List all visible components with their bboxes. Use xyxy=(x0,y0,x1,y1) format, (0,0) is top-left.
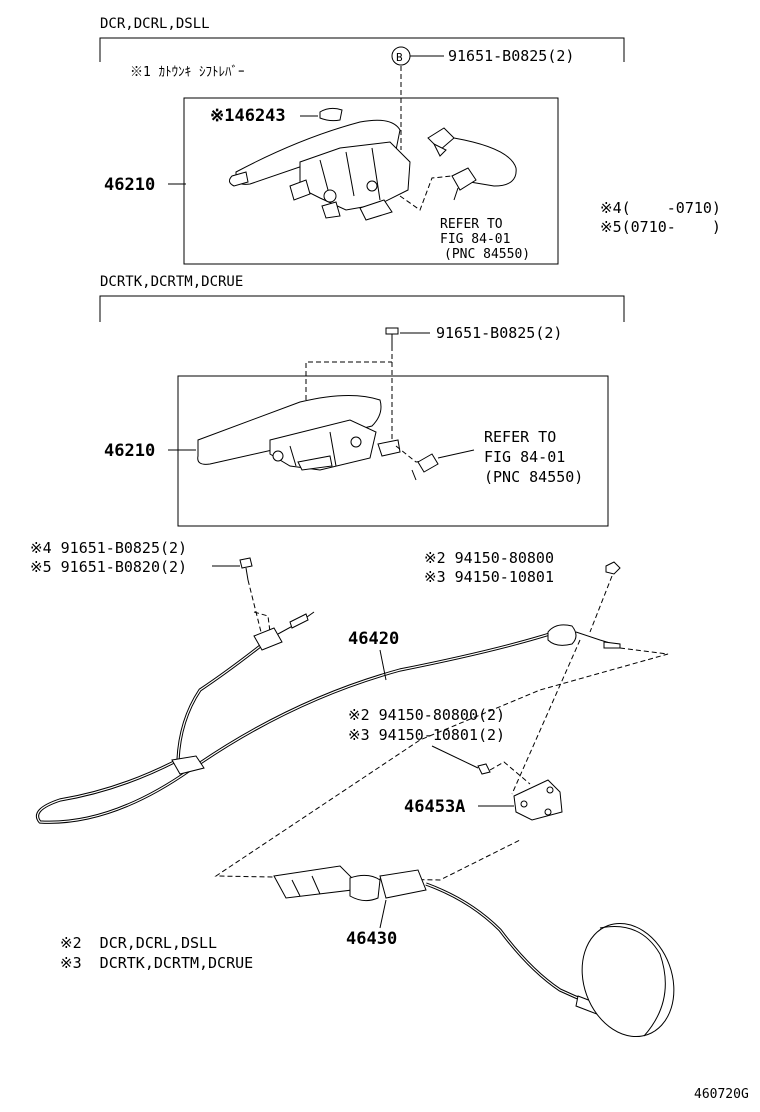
dashed-guide xyxy=(247,579,263,637)
bolt-symbol-icon: B xyxy=(391,46,411,66)
legend-line-2: ※3 DCRTK,DCRTM,DCRUE xyxy=(60,954,253,972)
dashed-guide xyxy=(305,361,392,400)
section2-refer-line1: REFER TO xyxy=(484,428,556,446)
nut-right-label-1: ※2 94150-80800 xyxy=(424,549,554,567)
section1-note1: ※1 ｶﾄｳﾝｷ ｼﾌﾄﾚﾊﾞｰ xyxy=(130,65,244,80)
cable-bracket-icon xyxy=(513,779,563,821)
leader-line xyxy=(379,899,387,929)
leader-line xyxy=(379,649,387,681)
section1-refer-line2: FIG 84-01 xyxy=(440,232,510,247)
part-46453A-label: 46453A xyxy=(404,797,465,817)
section2-box xyxy=(177,375,609,527)
svg-text:B: B xyxy=(396,51,403,64)
dashed-guide xyxy=(589,575,613,633)
parking-brake-lever-icon xyxy=(197,395,401,471)
dashed-guide xyxy=(511,639,581,795)
nut-icon xyxy=(477,763,491,775)
part-46210-label-2: 46210 xyxy=(104,441,155,461)
section2-bolt-label: 91651-B0825(2) xyxy=(436,324,562,342)
switch-connector-icon xyxy=(411,449,475,481)
dashed-guide xyxy=(489,761,531,785)
nut-mid-label-2: ※3 94150-10801(2) xyxy=(348,726,505,744)
switch-connector-icon xyxy=(427,127,517,201)
figure-code: 460720G xyxy=(694,1087,749,1102)
shift-lever-cap-icon xyxy=(319,107,343,122)
section2-refer-line2: FIG 84-01 xyxy=(484,448,565,466)
section1-refer-line3: (PNC 84550) xyxy=(444,247,530,262)
part-46243-label: ※146243 xyxy=(210,106,286,126)
dashed-guide xyxy=(253,611,271,633)
nut-right-label-2: ※3 94150-10801 xyxy=(424,568,554,586)
section2-header: DCRTK,DCRTM,DCRUE xyxy=(100,274,243,290)
side-note-4: ※4( -0710) xyxy=(600,199,721,217)
section1-bolt-label: 91651-B0825(2) xyxy=(448,47,574,65)
bolt-icon xyxy=(385,327,399,346)
bolt-left-label-2: ※5 91651-B0820(2) xyxy=(30,558,187,576)
nut-mid-label-1: ※2 94150-80800(2) xyxy=(348,706,505,724)
part-46430-label: 46430 xyxy=(346,929,397,949)
section1-box xyxy=(183,97,559,265)
dashed-guide xyxy=(214,647,669,881)
parking-brake-lever-icon xyxy=(228,119,411,221)
part-46210-label-1: 46210 xyxy=(104,175,155,195)
section1-refer-line1: REFER TO xyxy=(440,217,503,232)
legend-line-1: ※2 DCR,DCRL,DSLL xyxy=(60,934,217,952)
section1-header: DCR,DCRL,DSLL xyxy=(100,16,210,32)
rear-brake-cable-icon xyxy=(273,865,675,1038)
section2-bracket xyxy=(99,295,625,322)
leader-line xyxy=(431,745,479,769)
section2-refer-line3: (PNC 84550) xyxy=(484,468,583,486)
bolt-icon xyxy=(239,557,253,581)
nut-icon xyxy=(605,561,621,575)
front-brake-cable-icon xyxy=(35,611,621,824)
side-note-5: ※5(0710- ) xyxy=(600,218,721,236)
dashed-guide xyxy=(399,175,453,211)
part-46420-label: 46420 xyxy=(348,629,399,649)
bolt-left-label-1: ※4 91651-B0825(2) xyxy=(30,539,187,557)
section1-bracket xyxy=(99,37,625,62)
